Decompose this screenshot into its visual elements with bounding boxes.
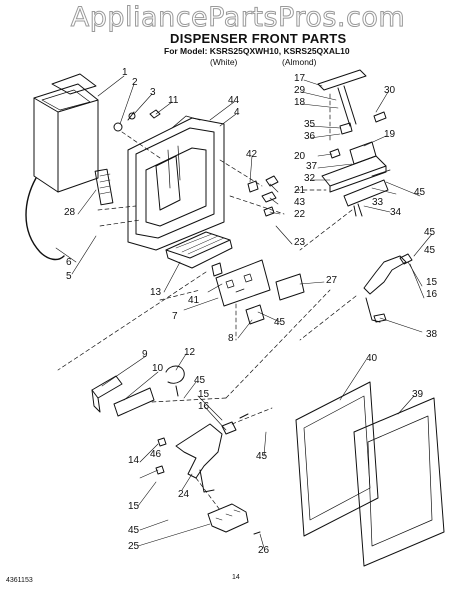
- callout-45f: 45: [256, 451, 268, 462]
- callout-30: 30: [384, 85, 396, 96]
- callout-18: 18: [294, 97, 306, 108]
- callout-13: 13: [150, 287, 162, 298]
- callout-45e: 45: [128, 525, 140, 536]
- part-fasteners-top: [113, 109, 161, 132]
- part-front-panel-39: [353, 397, 445, 567]
- part-dispenser-frame: [127, 115, 225, 251]
- part-upper-right-mechanism: [317, 69, 391, 217]
- callout-27: 27: [326, 275, 338, 286]
- callout-35: 35: [304, 119, 316, 130]
- part-bottom-switch: [207, 503, 261, 535]
- callout-37: 37: [306, 161, 318, 172]
- callout-45b: 45: [274, 317, 286, 328]
- callout-1: 1: [122, 67, 128, 78]
- assembly-lines: [57, 93, 357, 511]
- callout-16a: 16: [426, 289, 438, 300]
- callout-38: 38: [426, 329, 438, 340]
- callout-46: 46: [150, 449, 162, 460]
- callout-3: 3: [150, 87, 156, 98]
- callout-24: 24: [178, 489, 190, 500]
- callout-33: 33: [372, 197, 384, 208]
- callout-45a: 45: [414, 187, 426, 198]
- callout-32: 32: [304, 173, 316, 184]
- callout-2: 2: [132, 77, 138, 88]
- part-front-panel-40: [295, 381, 379, 537]
- callout-7: 7: [172, 311, 178, 322]
- callout-45d: 45: [194, 375, 206, 386]
- part-control-board: [211, 259, 305, 325]
- part-crusher-assembly: [91, 365, 185, 417]
- leader-lines: [55, 75, 433, 549]
- diagram-title: DISPENSER FRONT PARTS: [170, 31, 347, 46]
- callout-29: 29: [294, 85, 306, 96]
- page-number: 14: [232, 574, 240, 581]
- part-lever-arm: [363, 253, 413, 323]
- callout-40: 40: [366, 353, 378, 364]
- part-mid-small: [247, 175, 279, 217]
- callout-14: 14: [128, 455, 140, 466]
- callout-16b: 16: [198, 401, 210, 412]
- part-28: [94, 168, 114, 206]
- callout-23: 23: [294, 237, 306, 248]
- callout-39: 39: [412, 389, 424, 400]
- callout-8: 8: [228, 333, 234, 344]
- callout-10: 10: [152, 363, 164, 374]
- watermark: AppliancePartsPros.com: [70, 2, 406, 34]
- model-line: For Model: KSRS25QXWH10, KSRS25QXAL10: [164, 46, 350, 56]
- callout-34: 34: [390, 207, 402, 218]
- callout-11: 11: [168, 95, 179, 106]
- callout-45c: 45: [424, 227, 436, 238]
- callout-36: 36: [304, 131, 316, 142]
- callout-6: 6: [66, 257, 72, 268]
- callout-42: 42: [246, 149, 258, 160]
- callout-15c: 15: [128, 501, 140, 512]
- variant-almond: (Almond): [282, 57, 317, 67]
- callout-19: 19: [384, 129, 396, 140]
- callout-15a: 15: [426, 277, 438, 288]
- callout-17: 17: [294, 73, 306, 84]
- callout-26: 26: [258, 545, 270, 556]
- callout-12: 12: [184, 347, 196, 358]
- callout-20: 20: [294, 151, 306, 162]
- callout-41: 41: [188, 295, 200, 306]
- part-housing-left: [25, 73, 99, 261]
- callout-15b: 15: [198, 389, 210, 400]
- callout-28: 28: [64, 207, 76, 218]
- part-drip-tray: [165, 231, 233, 269]
- callout-25: 25: [128, 541, 140, 552]
- doc-code: 4361153: [6, 577, 33, 584]
- callout-22: 22: [294, 209, 306, 220]
- callout-4: 4: [234, 107, 240, 118]
- callout-43: 43: [294, 197, 306, 208]
- callout-9: 9: [142, 349, 148, 360]
- callout-44: 44: [228, 95, 240, 106]
- callout-45g: 45: [424, 245, 436, 256]
- variant-white: (White): [210, 57, 238, 67]
- part-actuator-lower: [155, 413, 249, 493]
- callout-5: 5: [66, 271, 72, 282]
- callout-21: 21: [294, 185, 306, 196]
